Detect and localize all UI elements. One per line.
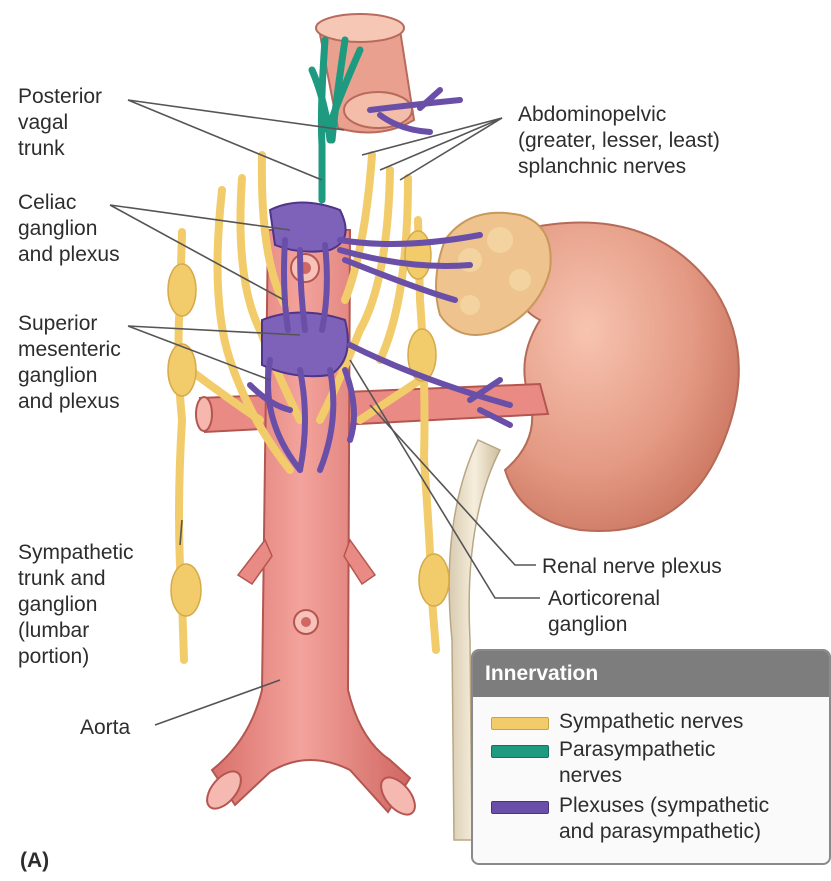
legend-label: Sympathetic nerves xyxy=(559,709,743,735)
label-line: Abdominopelvic xyxy=(518,102,720,128)
legend-label: Parasympathetic nerves xyxy=(559,737,715,789)
label-line: Posterior xyxy=(18,84,102,110)
label-posterior-vagal-trunk: Posterior vagal trunk xyxy=(18,84,102,162)
legend-line: and parasympathetic) xyxy=(559,819,769,845)
legend-line: nerves xyxy=(559,763,715,789)
label-celiac-ganglion: Celiac ganglion and plexus xyxy=(18,190,120,268)
label-line: (greater, lesser, least) xyxy=(518,128,720,154)
label-superior-mesenteric: Superior mesenteric ganglion and plexus xyxy=(18,311,121,415)
label-line: Celiac xyxy=(18,190,120,216)
label-line: ganglion xyxy=(18,216,120,242)
label-aorticorenal-ganglion: Aorticorenal ganglion xyxy=(548,586,660,638)
label-aorta: Aorta xyxy=(80,715,130,741)
label-line: vagal xyxy=(18,110,102,136)
label-sympathetic-trunk: Sympathetic trunk and ganglion (lumbar p… xyxy=(18,540,134,670)
label-line: ganglion xyxy=(548,612,660,638)
label-line: (lumbar xyxy=(18,618,134,644)
label-line: and plexus xyxy=(18,242,120,268)
legend-swatch xyxy=(491,717,549,730)
label-line: trunk xyxy=(18,136,102,162)
legend-line: Plexuses (sympathetic xyxy=(559,793,769,819)
label-line: Sympathetic xyxy=(18,540,134,566)
innervation-legend: Innervation Sympathetic nerves Parasympa… xyxy=(471,649,831,865)
label-line: mesenteric xyxy=(18,337,121,363)
legend-swatch xyxy=(491,801,549,814)
legend-swatch xyxy=(491,745,549,758)
legend-title: Innervation xyxy=(473,651,829,697)
label-line: trunk and xyxy=(18,566,134,592)
legend-label: Plexuses (sympathetic and parasympatheti… xyxy=(559,793,769,845)
label-line: ganglion xyxy=(18,592,134,618)
legend-line: Parasympathetic xyxy=(559,737,715,763)
label-abdominopelvic-splanchnic: Abdominopelvic (greater, lesser, least) … xyxy=(518,102,720,180)
label-line: Superior xyxy=(18,311,121,337)
label-line: Aorticorenal xyxy=(548,586,660,612)
label-line: splanchnic nerves xyxy=(518,154,720,180)
label-line: and plexus xyxy=(18,389,121,415)
panel-label: (A) xyxy=(20,848,49,874)
label-line: portion) xyxy=(18,644,134,670)
label-renal-nerve-plexus: Renal nerve plexus xyxy=(542,554,722,580)
label-line: ganglion xyxy=(18,363,121,389)
